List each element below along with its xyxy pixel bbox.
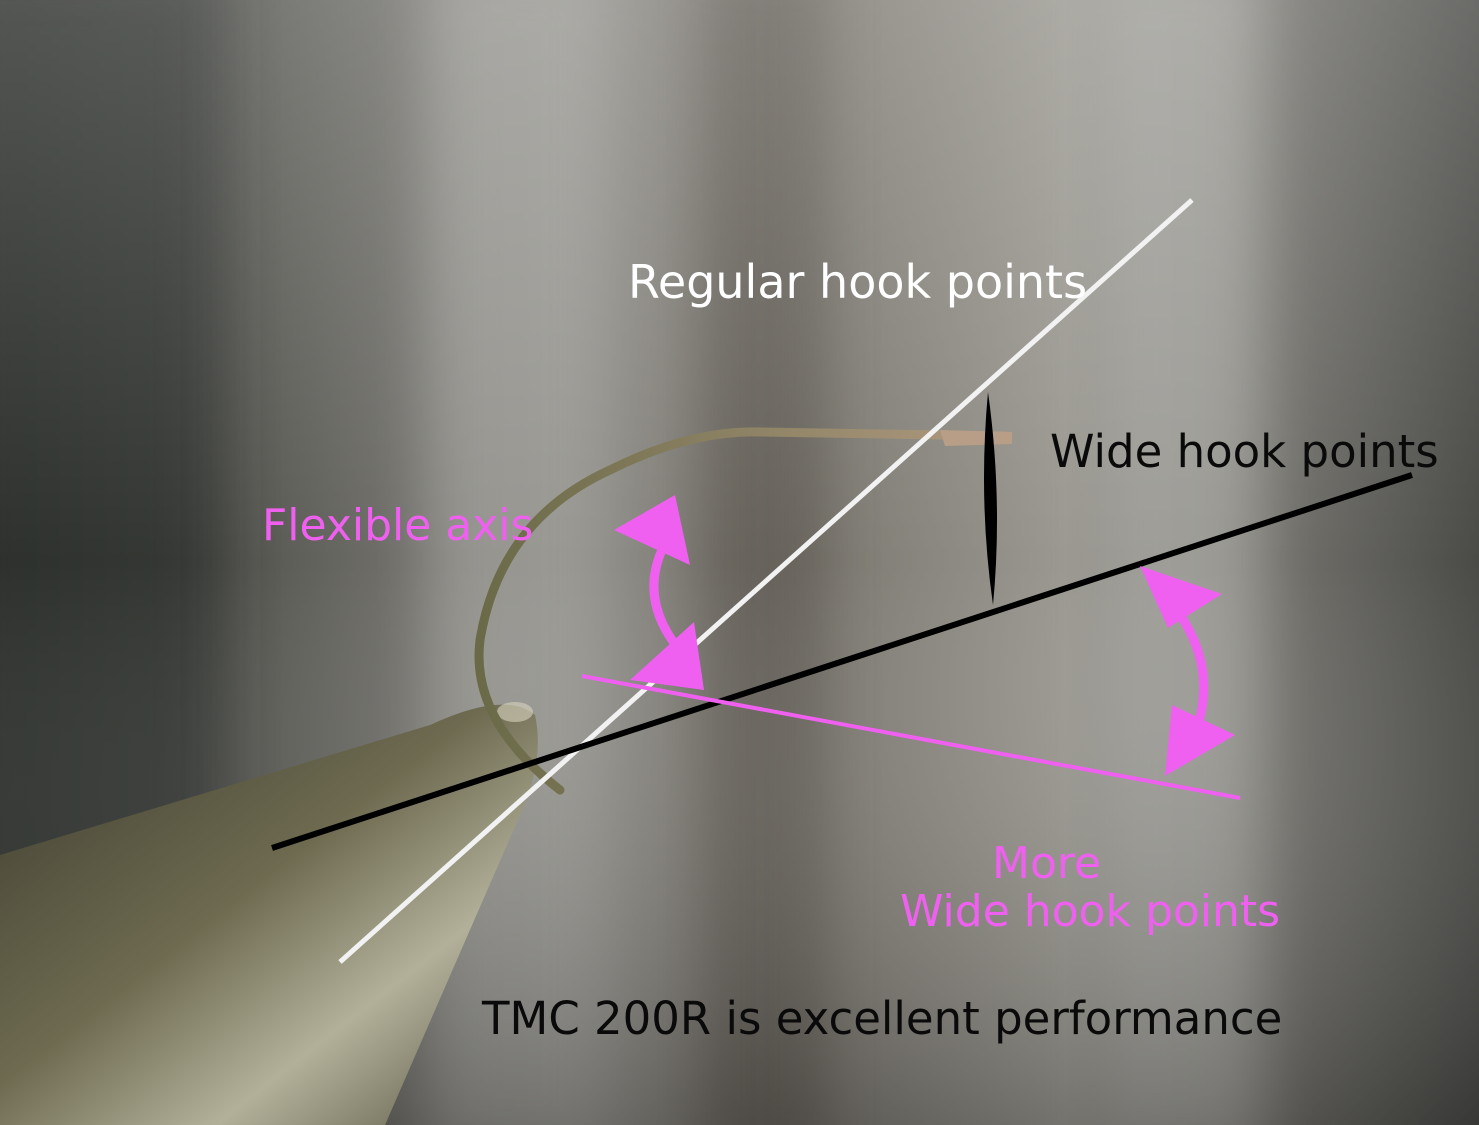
wide-hook-points-label: Wide hook points bbox=[1050, 425, 1439, 478]
caption: TMC 200R is excellent performance bbox=[482, 992, 1283, 1045]
more-label: More bbox=[992, 838, 1102, 889]
vise-jaw bbox=[0, 704, 538, 1125]
wide-hook-line bbox=[271, 472, 1413, 851]
regular-hook-line bbox=[338, 198, 1194, 964]
flexible-axis-arrow bbox=[614, 495, 704, 690]
gap-marker bbox=[984, 392, 997, 605]
hook bbox=[474, 427, 1010, 795]
more-wide-hook-points-label: Wide hook points bbox=[900, 886, 1281, 937]
more-wide-arrow bbox=[1140, 566, 1235, 776]
more-wide-hook-line bbox=[581, 674, 1241, 800]
regular-hook-points-label: Regular hook points bbox=[628, 255, 1088, 309]
flexible-axis-label: Flexible axis bbox=[262, 500, 534, 551]
